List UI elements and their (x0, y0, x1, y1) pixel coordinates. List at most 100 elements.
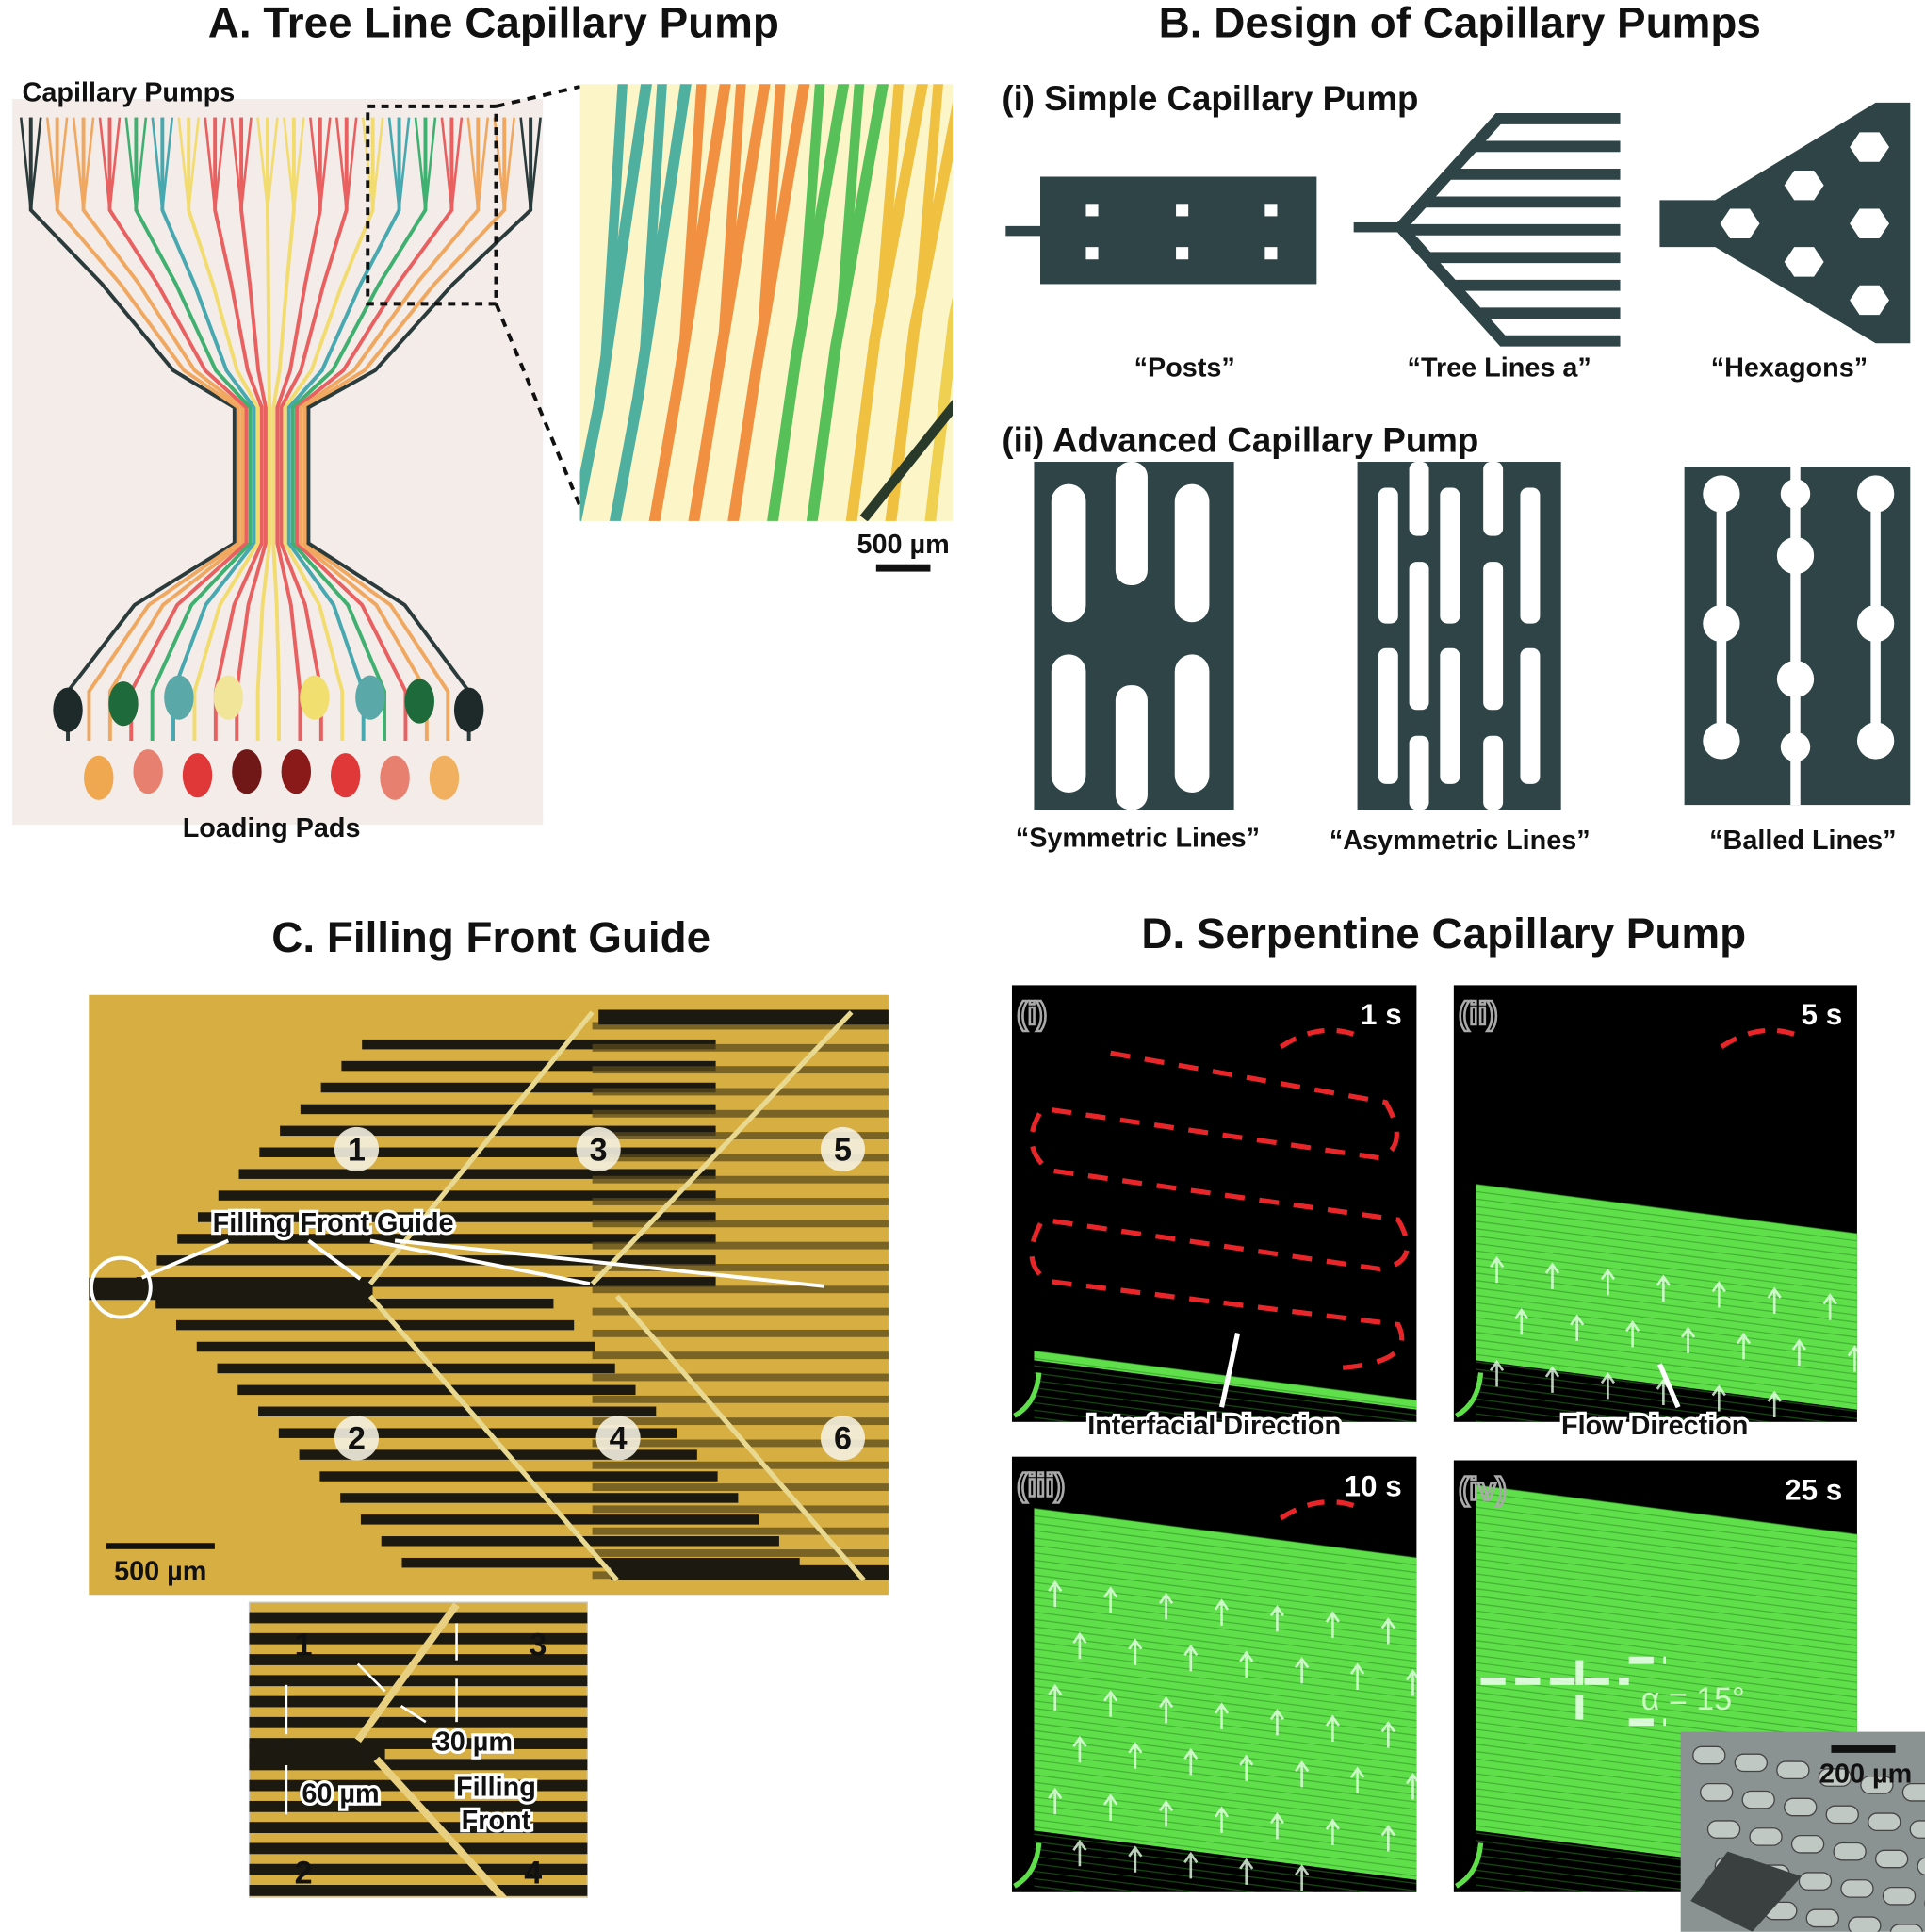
inset-pattern (249, 1602, 588, 1898)
pump-line (196, 1341, 595, 1352)
asym-slot (1440, 487, 1460, 624)
front-direction-arrow (1279, 1499, 1356, 1521)
channel-texture (1034, 1870, 1203, 1892)
post (1085, 247, 1099, 260)
channel-texture (1034, 1589, 1417, 1640)
pump-branch (266, 117, 279, 210)
channel-texture (1034, 1611, 1417, 1662)
sem-pillar (1776, 1760, 1810, 1780)
flow-arrow (1048, 1580, 1063, 1608)
flow-arrow (1214, 1598, 1230, 1626)
pump-line (592, 1175, 889, 1184)
zoom-channel (609, 84, 692, 521)
channel-texture (1476, 1265, 1857, 1317)
flow-arrow (1325, 1818, 1340, 1845)
pump-branch (124, 117, 138, 210)
channel-texture (1034, 1848, 1375, 1892)
flow-arrow (1128, 1742, 1143, 1769)
inset-guide (354, 1602, 460, 1744)
ball (1780, 731, 1811, 762)
post (1264, 247, 1278, 260)
inlet-channel (89, 1277, 373, 1301)
zoom-channel (579, 84, 652, 521)
number-badge (576, 1126, 621, 1172)
channel-texture (1034, 1856, 1317, 1892)
panel-d: D. Serpentine Capillary Pump (i)1 s(ii)5… (1011, 909, 1925, 1932)
channel-texture (1476, 1565, 1857, 1617)
sem-pillar (1901, 1782, 1925, 1802)
hexagon-hole (1720, 208, 1760, 238)
sem-pillar (1749, 1827, 1783, 1846)
flow-direction-arrow (1657, 1363, 1681, 1409)
channel-texture (1034, 1401, 1189, 1422)
loading-pads-label: Loading Pads (183, 813, 361, 843)
loading-pad (380, 755, 410, 800)
inlet (1013, 1842, 1042, 1889)
pump-line (258, 1406, 657, 1417)
number-badge (334, 1416, 380, 1461)
channel (28, 117, 237, 741)
flow-arrow (1103, 1793, 1118, 1821)
symmetric-slot (1174, 654, 1210, 793)
flow-arrow (1325, 1714, 1340, 1742)
channel-texture (1034, 1626, 1417, 1678)
channel-texture (1476, 1242, 1857, 1294)
channel (55, 117, 240, 741)
channel-texture (1476, 1869, 1653, 1892)
flow-arrow (1767, 1390, 1782, 1418)
pump-line (360, 1514, 759, 1525)
channel-texture (1034, 1574, 1417, 1626)
channel (279, 117, 349, 741)
loading-pad (213, 675, 243, 720)
width-60-label: 60 µm (302, 1778, 379, 1809)
zoom-channel-branch (960, 74, 979, 282)
channel-texture (1034, 1530, 1417, 1581)
pump-branch (204, 117, 217, 210)
sem-pillar (1692, 1745, 1726, 1765)
channel-texture (1476, 1294, 1857, 1346)
flow-arrow (1183, 1644, 1199, 1672)
channel-texture (1476, 1558, 1857, 1610)
pump-line (300, 1104, 716, 1115)
advanced-pump-heading: (ii) Advanced Capillary Pump (1002, 421, 1478, 460)
angle-marker (1480, 1656, 1666, 1727)
pump-line (259, 1147, 716, 1157)
channel-texture (1034, 1655, 1417, 1707)
channel (187, 117, 260, 741)
c-scale-bar (106, 1543, 215, 1549)
channel-texture (1476, 1588, 1857, 1639)
channel-texture (1476, 1398, 1659, 1422)
pump-branch (440, 117, 453, 210)
channel-texture (1476, 1491, 1857, 1543)
loading-pad (164, 675, 194, 720)
asym-slot (1483, 735, 1504, 810)
channel-texture (1034, 1804, 1417, 1855)
loading-pad (108, 681, 139, 727)
posts-inlet (1005, 225, 1050, 237)
channel-texture (1034, 1885, 1088, 1892)
hexagon-hole (1850, 285, 1890, 316)
guide-line (367, 1010, 595, 1285)
sem-pillar (1734, 1753, 1769, 1773)
channel-texture (1034, 1545, 1417, 1596)
flow-arrow (1791, 1338, 1807, 1367)
loading-pad (355, 675, 385, 720)
channel-texture (1476, 1384, 1773, 1422)
pump-branch (230, 117, 243, 210)
number-badge (820, 1126, 866, 1172)
channel-texture (1476, 1602, 1857, 1654)
sem-pillar (1805, 1908, 1839, 1928)
zoom-channel (806, 84, 889, 521)
pump-branch (56, 117, 69, 210)
channel-texture (1476, 1646, 1857, 1698)
channel-texture (1476, 1610, 1857, 1662)
zoom-channel (845, 84, 928, 521)
pump-line (218, 1190, 716, 1201)
channel (295, 117, 454, 741)
flow-arrow (1736, 1333, 1752, 1360)
symmetric-slot (1051, 483, 1086, 623)
flow-arrow (1325, 1611, 1340, 1638)
inset-line (249, 1779, 588, 1792)
pump-branch (318, 117, 332, 210)
channel-texture (1034, 1737, 1417, 1789)
